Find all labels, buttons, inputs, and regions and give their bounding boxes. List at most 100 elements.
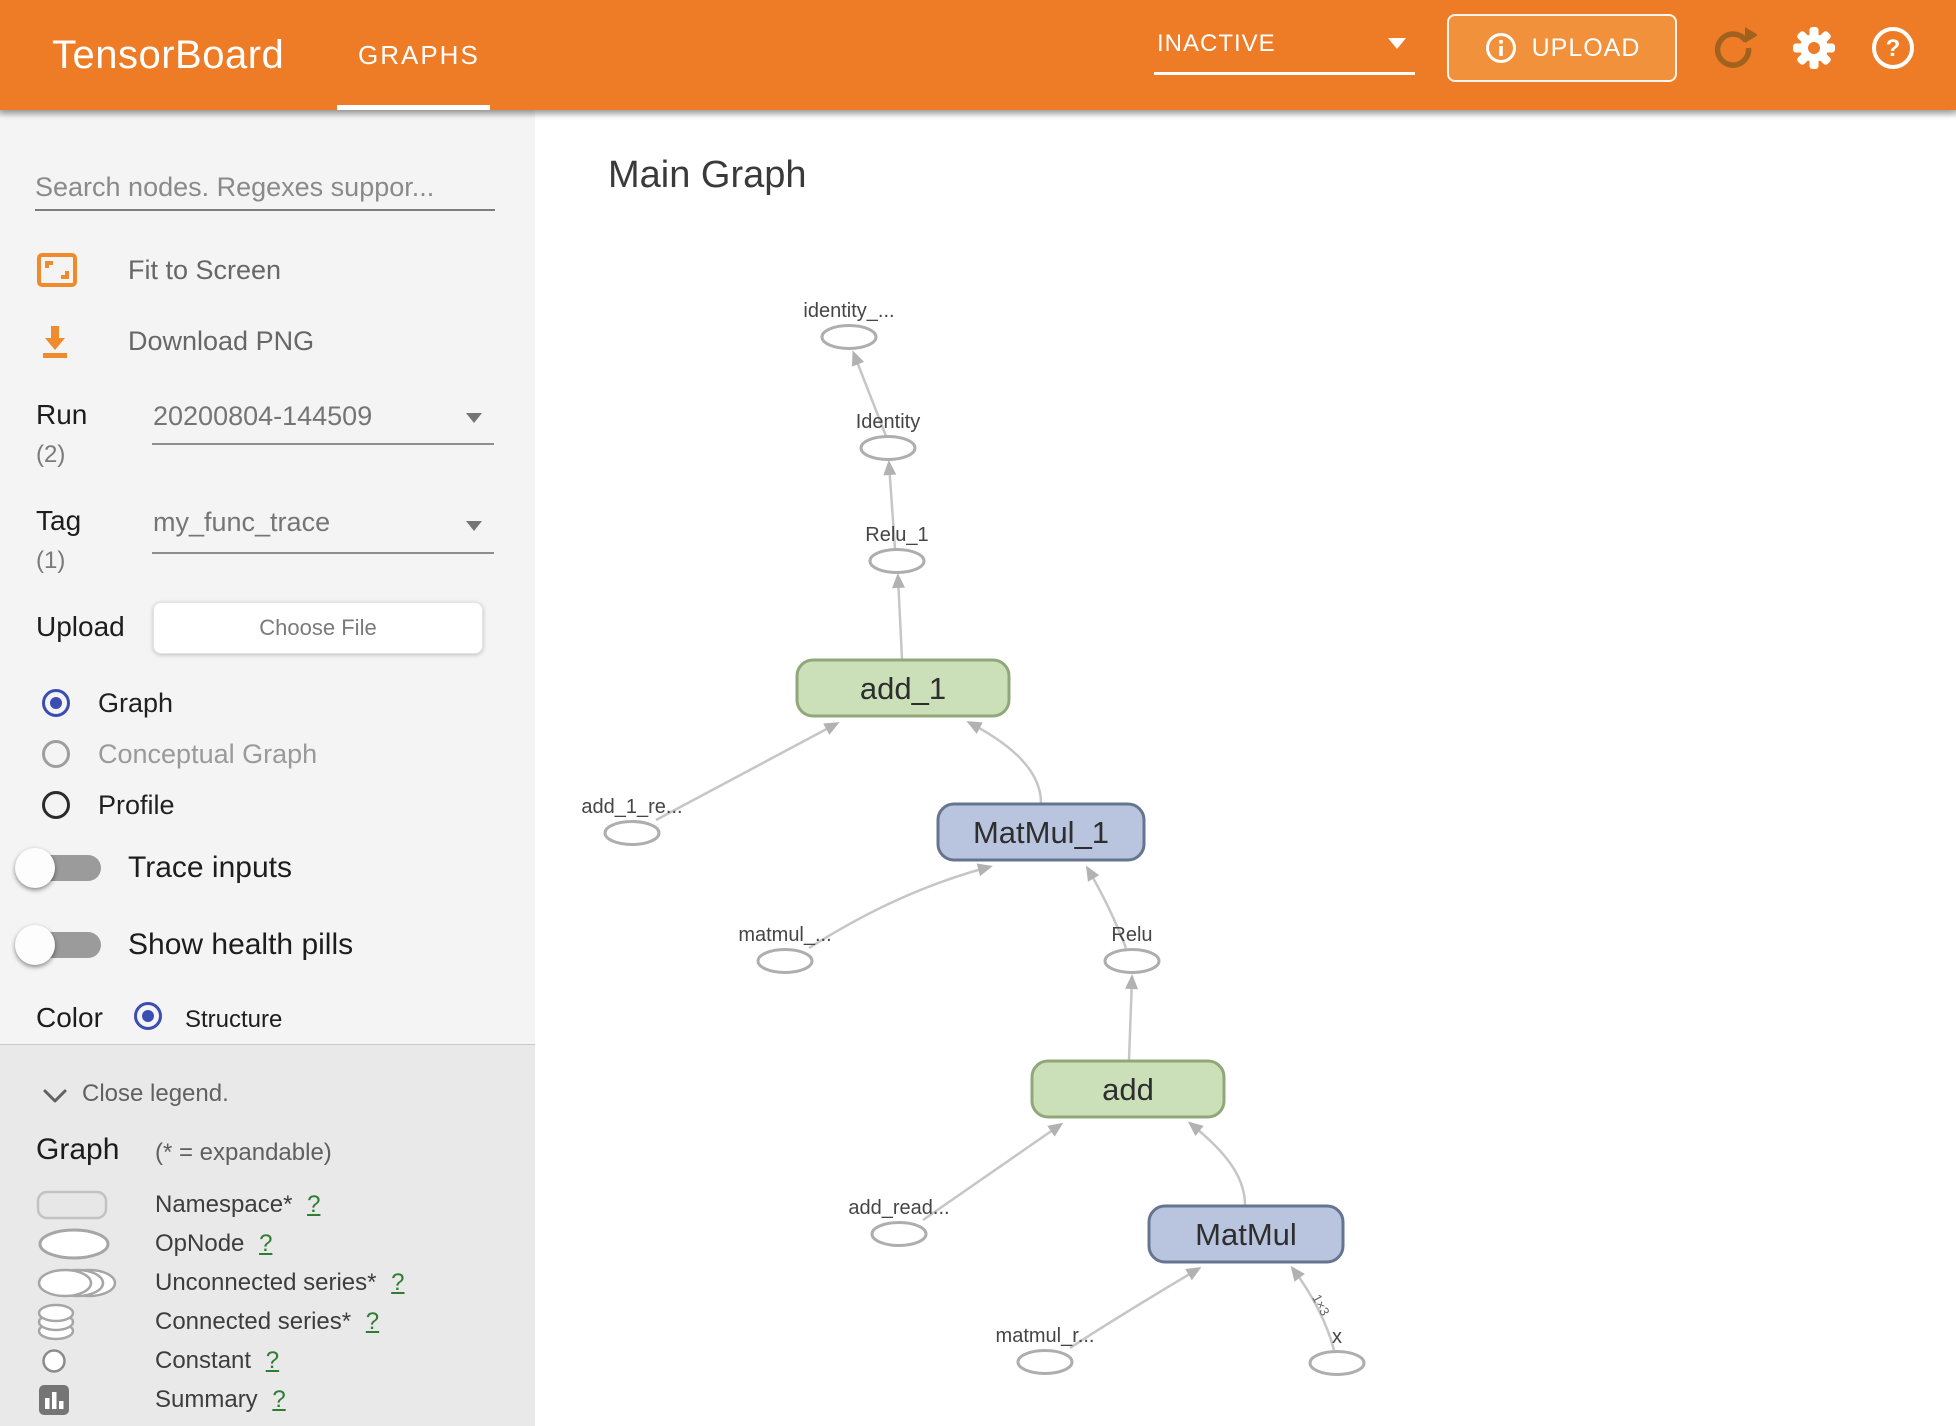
node-label: identity_...	[803, 300, 894, 322]
graph-node-matmul_1[interactable]: MatMul_1	[936, 802, 1146, 862]
page-title: Main Graph	[608, 154, 807, 196]
chevron-down-icon[interactable]	[1388, 38, 1406, 49]
graph-edge	[1187, 1121, 1247, 1206]
graph-edge	[655, 722, 840, 822]
node-label: Relu	[1111, 924, 1152, 946]
graph-node-matmul_dots[interactable]: matmul_...	[738, 924, 832, 974]
tool-fit-to-screen[interactable]: Fit to Screen	[0, 248, 535, 292]
radio-icon[interactable]	[42, 740, 70, 768]
legend-item: OpNode ?	[0, 1224, 535, 1263]
search-input[interactable]	[35, 165, 495, 211]
refresh-icon[interactable]	[1703, 0, 1763, 96]
tag-select[interactable]: my_func_trace	[153, 507, 331, 537]
chevron-down-icon	[42, 1087, 68, 1110]
run-select[interactable]: 20200804-144509	[153, 401, 373, 431]
connected-series-icon	[36, 1301, 76, 1343]
radio-label: Graph	[98, 687, 174, 718]
gear-icon[interactable]	[1784, 0, 1844, 96]
node-label: MatMul	[1195, 1217, 1297, 1252]
upload-button[interactable]: UPLOAD	[1447, 14, 1677, 82]
radio-icon[interactable]	[42, 791, 70, 819]
node-label: add	[1102, 1072, 1154, 1107]
color-structure-radio[interactable]	[134, 1002, 162, 1030]
tab-active-indicator	[337, 105, 490, 110]
status-dropdown-underline	[1154, 72, 1415, 75]
legend-item: Summary ?	[0, 1380, 535, 1419]
status-dropdown[interactable]: INACTIVE	[1157, 30, 1276, 57]
namespace-icon	[36, 1190, 108, 1220]
node-label: Relu_1	[865, 524, 928, 546]
app-header: TensorBoard GRAPHS INACTIVE UPLOAD	[0, 0, 1956, 110]
legend-heading: Graph	[36, 1133, 120, 1166]
node-label: matmul_...	[738, 924, 831, 946]
help-link[interactable]: ?	[307, 1190, 321, 1218]
legend-item-label: Unconnected series* ?	[155, 1268, 405, 1296]
run-count: (2)	[36, 441, 66, 468]
graph-node-identity_out[interactable]: identity_...	[803, 300, 895, 350]
graph-node-identity[interactable]: Identity	[856, 411, 920, 461]
graph-node-matmul[interactable]: MatMul	[1147, 1204, 1345, 1264]
radio-label: Conceptual Graph	[98, 738, 318, 769]
tool-label: Download PNG	[128, 325, 315, 356]
help-link[interactable]: ?	[265, 1346, 280, 1374]
legend-item: Connected series* ?	[0, 1302, 535, 1341]
graph-node-relu[interactable]: Relu	[1103, 924, 1161, 974]
upload-label: Upload	[36, 611, 125, 642]
chevron-down-icon[interactable]	[466, 413, 482, 423]
graph-edge	[808, 863, 993, 950]
help-link[interactable]: ?	[259, 1229, 273, 1257]
graph-node-relu_1[interactable]: Relu_1	[865, 524, 929, 574]
toggle-knob[interactable]	[15, 848, 55, 888]
graph-node-add_1[interactable]: add_1	[795, 658, 1011, 718]
radio-row-profile[interactable]: Profile	[0, 783, 535, 827]
app-logo: TensorBoard	[52, 33, 285, 77]
help-link[interactable]: ?	[272, 1385, 286, 1413]
tag-count: (1)	[36, 547, 66, 574]
radio-icon[interactable]	[42, 689, 70, 717]
unconnected-series-icon	[36, 1267, 118, 1299]
graph-node-x[interactable]: x	[1308, 1326, 1366, 1376]
toggle-label: Show health pills	[128, 928, 354, 961]
graph-edge	[1085, 865, 1128, 949]
legend-item-label: Summary ?	[155, 1385, 286, 1413]
upload-button-label: UPLOAD	[1531, 33, 1641, 62]
legend-item: Unconnected series* ?	[0, 1263, 535, 1302]
help-link[interactable]: ?	[391, 1268, 405, 1296]
opnode-icon	[36, 1227, 112, 1261]
legend-item-label: Constant ?	[155, 1346, 280, 1374]
toggle-show-health-pills[interactable]: Show health pills	[0, 920, 535, 970]
help-link[interactable]: ?	[365, 1307, 380, 1335]
svg-text:?: ?	[1886, 35, 1901, 62]
radio-row-conceptual-graph[interactable]: Conceptual Graph	[0, 732, 535, 776]
graph-edge	[1290, 1265, 1336, 1351]
graph-node-add_read[interactable]: add_read...	[848, 1197, 950, 1247]
graph-node-add[interactable]: add	[1030, 1059, 1226, 1119]
choose-file-button[interactable]: Choose File	[153, 602, 483, 654]
tool-label: Fit to Screen	[128, 254, 282, 285]
download-icon	[36, 322, 78, 360]
legend-panel: Close legend. Graph (* = expandable) Nam…	[0, 1044, 535, 1426]
legend-item-label: Namespace* ?	[155, 1190, 321, 1218]
close-legend-button[interactable]: Close legend.	[0, 1077, 535, 1115]
graph-edge	[966, 721, 1043, 804]
radio-row-graph[interactable]: Graph	[0, 681, 535, 725]
summary-icon	[36, 1384, 72, 1416]
toggle-trace-inputs[interactable]: Trace inputs	[0, 843, 535, 893]
run-label: Run	[36, 399, 88, 430]
help-icon[interactable]: ?	[1863, 0, 1923, 96]
graph-node-add_1_re[interactable]: add_1_re...	[581, 796, 683, 846]
graph-edge	[883, 460, 897, 550]
graph-edge	[1125, 974, 1139, 1061]
chevron-down-icon[interactable]	[466, 521, 482, 531]
tool-download-png[interactable]: Download PNG	[0, 319, 535, 363]
node-label: add_1	[860, 671, 946, 706]
edge-label: 1×3	[1309, 1292, 1333, 1319]
graph-edge	[851, 350, 888, 437]
toggle-knob[interactable]	[15, 925, 55, 965]
graph-node-matmul_r[interactable]: matmul_r...	[996, 1325, 1095, 1375]
tab-graphs[interactable]: GRAPHS	[358, 40, 480, 70]
